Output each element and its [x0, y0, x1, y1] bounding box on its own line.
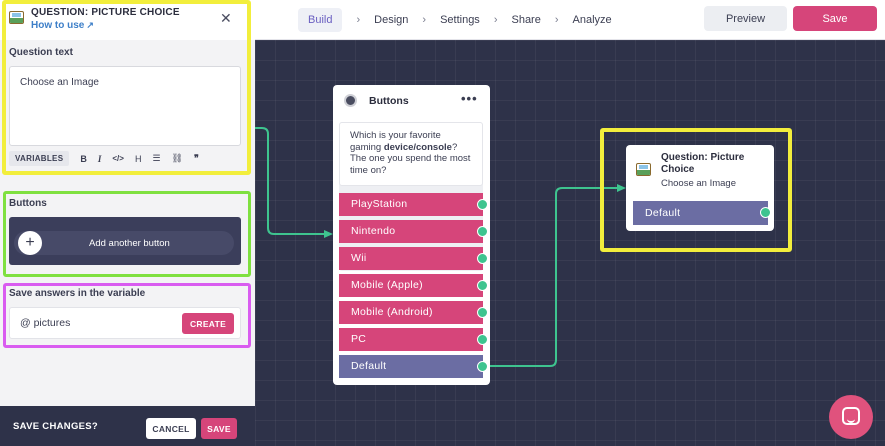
plus-icon[interactable]: + — [18, 231, 42, 255]
buttons-node-icon — [344, 94, 357, 107]
builder-nav: Build › Design › Settings › Share › Anal… — [298, 7, 612, 32]
panel-header: QUESTION: PICTURE CHOICE How to use↗ ✕ — [0, 0, 255, 40]
connector-handle[interactable] — [477, 334, 488, 345]
tab-share[interactable]: Share — [511, 13, 541, 26]
option-nintendo[interactable]: Nintendo — [339, 220, 483, 243]
save-changes-button[interactable]: SAVE — [201, 418, 237, 439]
variable-field[interactable]: @ pictures CREATE — [9, 307, 241, 339]
chevron-right-icon: › — [493, 13, 498, 26]
how-to-use-label: How to use — [31, 20, 85, 31]
highlight-variable-section — [3, 283, 251, 348]
add-another-button[interactable]: Add another button — [89, 238, 170, 249]
tab-build[interactable]: Build — [298, 7, 343, 32]
variables-button[interactable]: VARIABLES — [9, 151, 70, 166]
bold-icon[interactable]: B — [80, 153, 87, 164]
buttons-list: + Add another button — [9, 217, 241, 265]
option-pc[interactable]: PC — [339, 328, 483, 351]
save-button[interactable]: Save — [793, 6, 877, 31]
panel-title: QUESTION: PICTURE CHOICE — [31, 7, 180, 18]
italic-icon[interactable]: I — [97, 153, 102, 164]
highlight-picture-node — [600, 128, 792, 252]
more-options-icon[interactable]: ••• — [461, 91, 478, 106]
connector-handle[interactable] — [760, 207, 771, 218]
option-playstation[interactable]: PlayStation — [339, 193, 483, 216]
question-editor-panel: QUESTION: PICTURE CHOICE How to use↗ ✕ Q… — [0, 0, 255, 446]
message-text: ? The one you spend the most time on? — [350, 141, 471, 176]
chevron-right-icon: › — [422, 13, 427, 26]
save-changes-prompt: SAVE CHANGES? — [13, 421, 99, 432]
highlight-buttons-section — [3, 191, 251, 277]
node-title: Buttons — [369, 95, 409, 107]
question-text-label: Question text — [9, 47, 73, 58]
tab-analyze[interactable]: Analyze — [572, 13, 612, 26]
preview-button[interactable]: Preview — [704, 6, 787, 31]
buttons-label: Buttons — [9, 198, 47, 209]
close-icon[interactable]: ✕ — [220, 10, 232, 26]
chat-widget-button[interactable] — [829, 395, 873, 439]
option-default[interactable]: Default — [339, 355, 483, 378]
picture-icon — [636, 163, 651, 176]
message-text: Which is your favorite gaming — [350, 130, 441, 153]
save-variable-label: Save answers in the variable — [9, 288, 146, 299]
connector-handle[interactable] — [477, 253, 488, 264]
create-button[interactable]: CREATE — [182, 313, 234, 334]
code-icon[interactable]: </> — [112, 154, 124, 163]
save-changes-bar: SAVE CHANGES? CANCEL SAVE — [0, 406, 255, 446]
tab-settings[interactable]: Settings — [440, 13, 480, 26]
node-subtitle: Choose an Image — [661, 178, 736, 189]
how-to-use-link[interactable]: How to use↗ — [31, 20, 94, 31]
node-title: Question: Picture Choice — [661, 152, 745, 175]
option-wii[interactable]: Wii — [339, 247, 483, 270]
connector-handle[interactable] — [477, 307, 488, 318]
message-bold-text: device/console — [383, 141, 452, 153]
chat-icon — [842, 407, 860, 425]
node-message: Which is your favorite gaming device/con… — [339, 122, 483, 186]
connector-handle[interactable] — [477, 226, 488, 237]
link-icon[interactable]: ⛓ — [171, 153, 183, 163]
add-button-row[interactable]: + Add another button — [14, 231, 234, 255]
question-text-value: Choose an Image — [20, 77, 99, 88]
question-text-editor[interactable]: Choose an Image — [9, 66, 241, 146]
quote-icon[interactable]: ❞ — [193, 153, 199, 163]
chevron-right-icon: › — [356, 13, 361, 26]
heading-icon[interactable]: H — [134, 153, 142, 164]
external-link-icon: ↗ — [86, 20, 94, 30]
connector-handle[interactable] — [477, 361, 488, 372]
cancel-button[interactable]: CANCEL — [146, 418, 196, 439]
list-icon[interactable]: ☰ — [152, 153, 161, 163]
connector-handle[interactable] — [477, 199, 488, 210]
option-default[interactable]: Default — [633, 201, 768, 225]
chevron-right-icon: › — [554, 13, 559, 26]
picture-icon — [9, 11, 24, 24]
variable-value: @ pictures — [20, 317, 71, 329]
tab-design[interactable]: Design — [374, 13, 409, 26]
text-format-toolbar: VARIABLES B I </> H ☰ ⛓ ❞ — [9, 150, 241, 167]
connector-handle[interactable] — [477, 280, 488, 291]
option-mobile-apple[interactable]: Mobile (Apple) — [339, 274, 483, 297]
option-mobile-android[interactable]: Mobile (Android) — [339, 301, 483, 324]
picture-choice-node[interactable]: Question: Picture Choice Choose an Image… — [626, 145, 774, 231]
highlight-question-section — [2, 0, 251, 175]
